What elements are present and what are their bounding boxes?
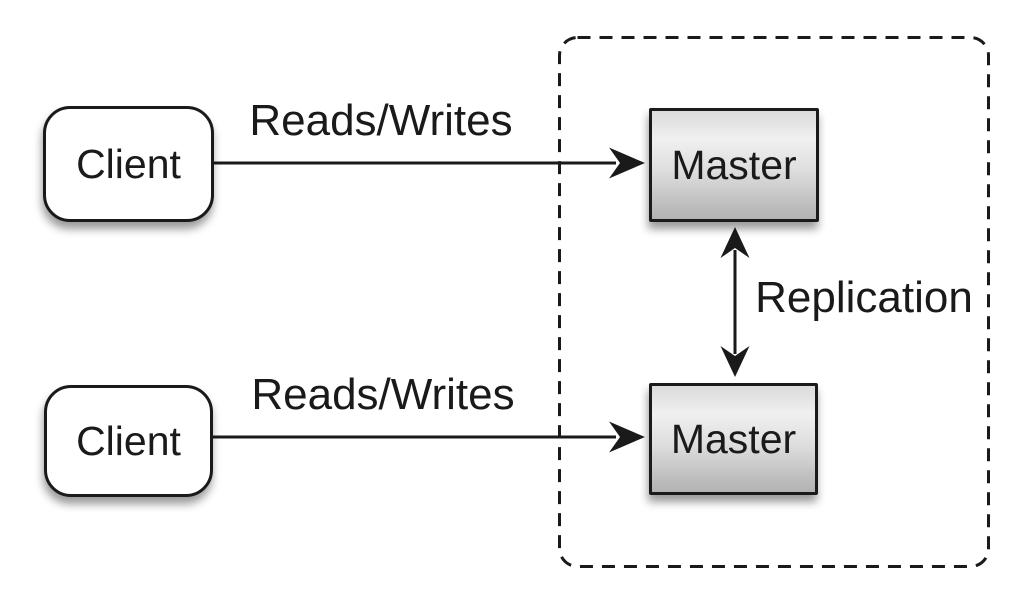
node-client-top: Client — [43, 106, 214, 222]
arrowhead-up-icon — [720, 227, 750, 258]
node-master-bottom: Master — [649, 383, 818, 495]
edge-label-reads-writes-bottom: Reads/Writes — [251, 370, 515, 419]
arrowhead-right-icon — [609, 147, 645, 179]
reads-writes-arrow-top — [214, 147, 645, 179]
node-master-bottom-label: Master — [670, 415, 797, 462]
arrowhead-right-icon — [609, 421, 645, 453]
reads-writes-arrow-bottom — [212, 421, 645, 453]
replication-arrow — [720, 227, 750, 377]
arrowhead-down-icon — [720, 346, 750, 377]
node-client-bottom-label: Client — [76, 417, 181, 464]
node-client-bottom: Client — [44, 385, 213, 497]
edge-label-replication: Replication — [755, 273, 973, 322]
edge-label-reads-writes-top: Reads/Writes — [249, 96, 513, 145]
node-master-top: Master — [649, 108, 819, 222]
node-client-top-label: Client — [76, 140, 181, 187]
node-master-top-label: Master — [671, 141, 797, 188]
master-group-dashed-border — [558, 36, 990, 568]
